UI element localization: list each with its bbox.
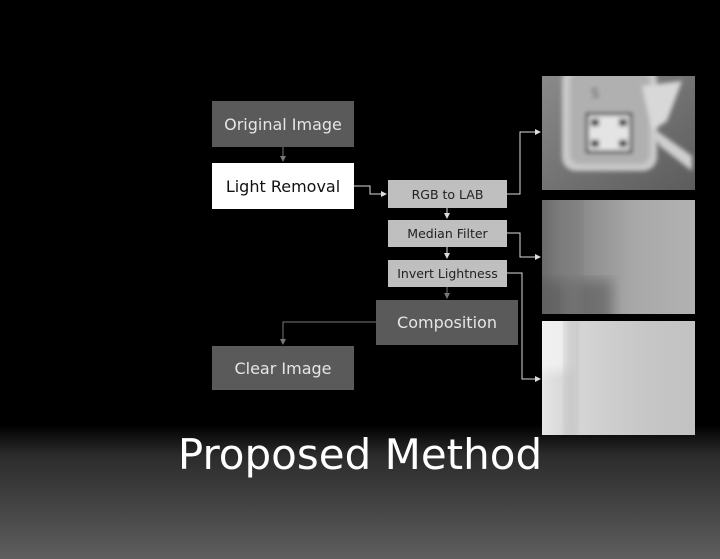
node-median-filter: Median Filter bbox=[388, 220, 507, 247]
node-invert-lightness-label: Invert Lightness bbox=[397, 266, 498, 281]
node-composition-label: Composition bbox=[397, 313, 497, 332]
arrow-rgb-to-thumb-1 bbox=[507, 129, 541, 195]
node-light-removal-label: Light Removal bbox=[225, 176, 341, 196]
node-rgb-to-lab: RGB to LAB bbox=[388, 180, 507, 208]
node-invert-lightness: Invert Lightness bbox=[388, 260, 507, 287]
thumbnail-invert-lightness-art bbox=[542, 321, 578, 435]
slide-title: Proposed Method bbox=[177, 430, 543, 479]
node-light-removal: Light Removal bbox=[212, 163, 354, 209]
node-rgb-to-lab-label: RGB to LAB bbox=[411, 186, 484, 202]
node-original-image: Original Image bbox=[212, 101, 354, 147]
arrow-light-removal-to-rgb bbox=[354, 185, 387, 197]
node-composition: Composition bbox=[376, 300, 518, 345]
arrow-composition-to-clear bbox=[280, 321, 376, 345]
node-original-image-label: Original Image bbox=[224, 114, 342, 134]
arrow-invert-to-thumb-3 bbox=[507, 272, 541, 382]
thumbnail-invert-lightness-image bbox=[542, 321, 695, 435]
node-clear-image-label: Clear Image bbox=[234, 358, 332, 378]
thumbnail-lab-image-art: S bbox=[542, 76, 695, 190]
svg-text:S: S bbox=[591, 87, 599, 102]
node-clear-image: Clear Image bbox=[212, 346, 354, 390]
node-median-filter-label: Median Filter bbox=[407, 226, 488, 241]
thumbnail-median-filter-image bbox=[542, 200, 695, 314]
thumbnail-lab-image: S bbox=[542, 76, 695, 190]
arrow-median-to-thumb-2 bbox=[507, 232, 541, 260]
thumbnail-median-filter-art bbox=[542, 200, 612, 314]
